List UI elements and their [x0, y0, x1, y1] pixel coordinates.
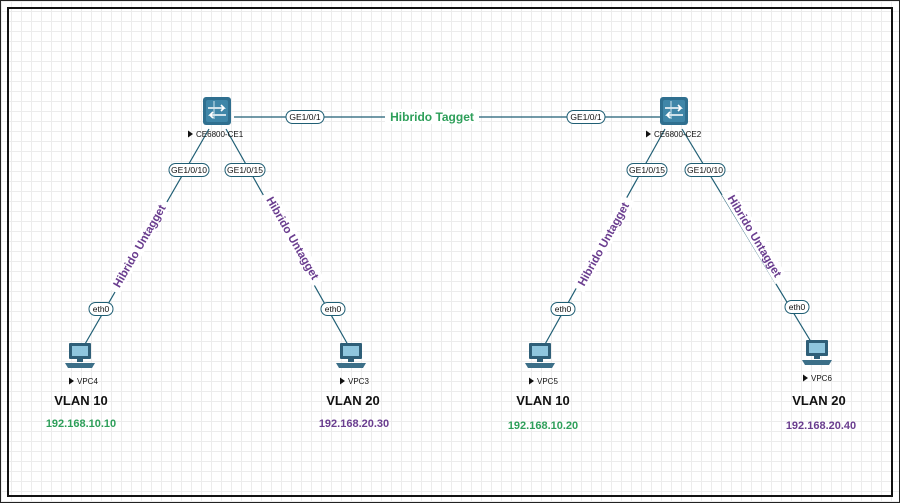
computer-icon [525, 343, 555, 368]
ce1-vpc4-link-label-group: Hibrido Untagget [107, 197, 172, 295]
port-ce1-to-vpc3[interactable]: GE1/0/15 [224, 163, 266, 177]
ce2-vpc6-link-label-group: Hibrido Untagget [721, 187, 788, 285]
pc-vpc5-name: VPC5 [537, 377, 558, 386]
trunk-link-label: Hibrido Tagget [390, 110, 474, 124]
switch-icon [202, 96, 232, 126]
switch-ce1-name: CE6800-CE1 [196, 130, 244, 139]
switch-ce1-caption: CE6800-CE1 [188, 130, 244, 139]
play-triangle-icon [340, 377, 345, 385]
switch-ce2-caption: CE6800-CE2 [646, 130, 702, 139]
play-triangle-icon [529, 377, 534, 385]
pc-vpc3-name: VPC3 [348, 377, 369, 386]
port-ce2-trunk[interactable]: GE1/0/1 [566, 110, 606, 124]
port-ce2-to-vpc5[interactable]: GE1/0/15 [626, 163, 668, 177]
computer-icon [336, 343, 366, 368]
port-ce2-to-vpc6-label: GE1/0/10 [687, 165, 723, 175]
port-ce2-to-vpc5-label: GE1/0/15 [629, 165, 665, 175]
vpc5-vlan-label: VLAN 10 [516, 393, 570, 408]
switch-ce2[interactable] [659, 96, 689, 126]
vpc4-ip-address: 192.168.10.10 [45, 418, 117, 430]
pc-vpc4-caption: VPC4 [69, 377, 98, 386]
vpc3-ip-address: 192.168.20.30 [318, 418, 390, 430]
ce2-vpc5-link-label: Hibrido Untagget [576, 201, 632, 289]
port-vpc6-eth-label: eth0 [789, 302, 806, 312]
pc-vpc3[interactable] [336, 343, 366, 368]
pc-vpc5[interactable] [525, 343, 555, 368]
port-ce1-trunk-label: GE1/0/1 [289, 112, 320, 122]
port-vpc6-eth[interactable]: eth0 [784, 300, 810, 314]
play-triangle-icon [69, 377, 74, 385]
port-vpc3-eth-label: eth0 [325, 304, 342, 314]
vpc5-ip-address: 192.168.10.20 [507, 420, 579, 432]
vpc6-ip-address: 192.168.20.40 [785, 420, 857, 432]
port-ce1-to-vpc4-label: GE1/0/10 [171, 165, 207, 175]
port-vpc4-eth-label: eth0 [93, 304, 110, 314]
switch-ce1[interactable] [202, 96, 232, 126]
trunk-label-bg [385, 109, 479, 124]
play-triangle-icon [646, 130, 651, 138]
vpc4-vlan-label: VLAN 10 [54, 393, 108, 408]
pc-vpc6[interactable] [802, 340, 832, 365]
port-ce1-to-vpc3-label: GE1/0/15 [227, 165, 263, 175]
pc-vpc6-name: VPC6 [811, 374, 832, 383]
computer-icon [802, 340, 832, 365]
pc-vpc3-caption: VPC3 [340, 377, 369, 386]
ce1-vpc3-link-label-group: Hibrido Untagget [260, 189, 325, 287]
pc-vpc5-caption: VPC5 [529, 377, 558, 386]
ce1-vpc3-link-label: Hibrido Untagget [263, 195, 320, 282]
port-vpc5-eth-label: eth0 [555, 304, 572, 314]
ce1-vpc4-link-label: Hibrido Untagget [112, 203, 169, 290]
pc-vpc6-caption: VPC6 [803, 374, 832, 383]
port-ce2-trunk-label: GE1/0/1 [570, 112, 601, 122]
ce2-vpc5-link-label-group: Hibrido Untagget [571, 195, 635, 293]
play-triangle-icon [803, 374, 808, 382]
vpc6-vlan-label: VLAN 20 [792, 393, 846, 408]
port-ce1-trunk[interactable]: GE1/0/1 [285, 110, 325, 124]
port-ce1-to-vpc4[interactable]: GE1/0/10 [168, 163, 210, 177]
ce2-vpc6-link-label: Hibrido Untagget [725, 193, 783, 279]
port-vpc5-eth[interactable]: eth0 [550, 302, 576, 316]
port-vpc4-eth[interactable]: eth0 [88, 302, 114, 316]
computer-icon [65, 343, 95, 368]
topology-frame [7, 7, 893, 497]
port-ce2-to-vpc6[interactable]: GE1/0/10 [684, 163, 726, 177]
vpc3-vlan-label: VLAN 20 [326, 393, 380, 408]
switch-icon [659, 96, 689, 126]
pc-vpc4-name: VPC4 [77, 377, 98, 386]
pc-vpc4[interactable] [65, 343, 95, 368]
play-triangle-icon [188, 130, 193, 138]
switch-ce2-name: CE6800-CE2 [654, 130, 702, 139]
port-vpc3-eth[interactable]: eth0 [320, 302, 346, 316]
